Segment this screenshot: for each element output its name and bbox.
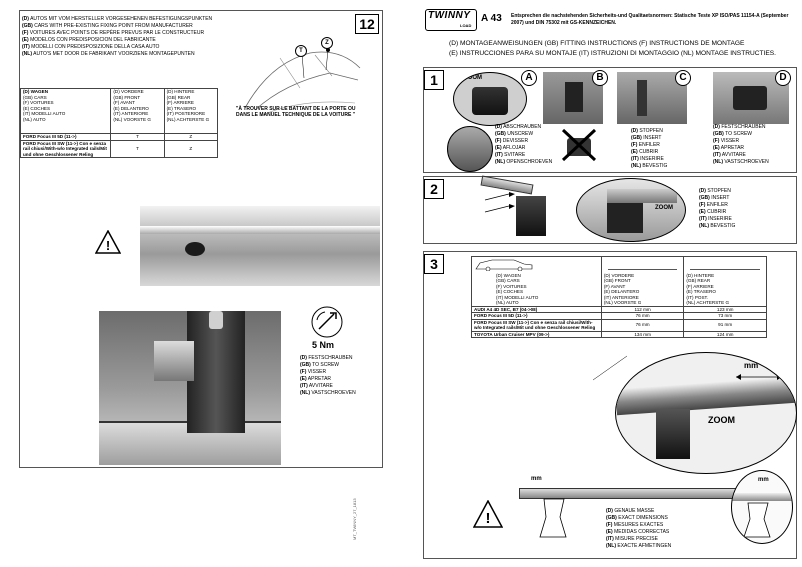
table-row: TOYOTA Urban Cruiser MPV (09->) 134 mm 1…	[471, 330, 767, 338]
zoom-label: ZOOM	[464, 75, 482, 81]
car-icon	[475, 259, 533, 272]
foot-right-drawing	[743, 502, 771, 538]
table-row: FORD Focus III SW (11->) Con e senza rai…	[19, 139, 219, 158]
left-page-frame	[19, 10, 383, 468]
point-z-label: Z	[321, 37, 333, 49]
step-1-frame	[423, 67, 797, 173]
right-page: TWINNY LOAD A 43 Entsprechen die nachste…	[401, 0, 802, 567]
instructions-line-1: (D) MONTAGEANWEISUNGEN (GB) FITTING INST…	[449, 40, 745, 47]
page-number: 12	[355, 14, 379, 34]
measure-arrow-icon	[736, 374, 782, 380]
foot-mounted-photo	[99, 311, 281, 465]
note-line: (F) VOITURES AVEC POINTS DE REPÈRE PREVU…	[22, 30, 205, 36]
torque-wrench-icon	[311, 306, 343, 338]
step-2-number: 2	[424, 179, 444, 199]
step-1-letter-a: A	[521, 70, 537, 86]
car-name: FORD Focus III SW (11->) Con e senza rai…	[471, 318, 602, 332]
dimensions-table: (D) WAGEN(GB) CARS(F) VOITURES(E) COCHES…	[471, 256, 767, 338]
table-row: FORD Focus III SW (11->) Con e senza rai…	[471, 318, 767, 332]
zoom-pointer-lines	[592, 355, 628, 381]
rear-dimension: 91 mm	[683, 318, 767, 332]
note-line: (NL) AUTO'S MET DOOR DE FABRIKANT VOORZI…	[22, 51, 195, 57]
note-line: (E) MODELOS CON PREDISPOSICION DEL FABRI…	[22, 37, 156, 43]
foot-left-drawing	[539, 498, 567, 538]
header-rear: (D) HINTERE(GB) REAR(F) ARRIERE(E) TRASE…	[163, 88, 219, 134]
header-front: (D) VORDERE(GB) FRONT(F) AVANT(E) DELANT…	[110, 88, 165, 134]
svg-text:!: !	[106, 238, 110, 253]
step-1a-detail-photo	[447, 126, 493, 172]
side-code: MT_TWINNY_27_1813	[352, 498, 357, 540]
mm-label: mm	[744, 361, 759, 370]
step-1-number: 1	[424, 70, 444, 90]
left-page: 12 (D) AUTOS MIT VOM HERSTELLER VORGESEH…	[19, 10, 383, 540]
instructions-line-2: (E) INSTRUCCIONES PARA SU MONTAJE (IT) I…	[449, 50, 777, 57]
step-3-frame	[423, 251, 797, 559]
brand-name: TWINNY	[428, 10, 471, 21]
mm-label-left: mm	[531, 476, 542, 482]
fixing-point-photo	[140, 206, 380, 286]
header-cars: (D) WAGEN(GB) CARS(F) VOITURES(E) COCHES…	[471, 256, 602, 307]
brand-logo: TWINNY LOAD	[425, 9, 477, 31]
zoom-label: ZOOM	[655, 205, 673, 211]
warning-icon: !	[95, 230, 121, 254]
torque-value: 5 Nm	[312, 340, 335, 350]
car-name: TOYOTA Urban Cruiser MPV (09->)	[471, 330, 602, 338]
fixing-point-table: (D) WAGEN(GB) CARS(F) VOITURES(E) COCHES…	[19, 88, 219, 158]
mm-label-right: mm	[758, 477, 769, 483]
car-name: FORD Focus III SW (11->) Con e senza rai…	[19, 139, 112, 158]
note-line: (D) AUTOS MIT VOM HERSTELLER VORGESEHENE…	[22, 16, 213, 22]
door-note: "À TROUVER SUR LE BATTANT DE LA PORTE OU…	[236, 106, 356, 118]
foot-right-zoom-circle: mm	[731, 470, 793, 544]
standards-text: Entsprechen die nachstehenden Sicherheit…	[511, 13, 789, 26]
header-rear: (D) HINTERE(GB) REAR(F) ARRIERE(E) TRASE…	[683, 256, 767, 307]
no-remove-icon	[561, 128, 597, 162]
front-dimension: 134 mm	[600, 330, 685, 338]
step-2-frame	[423, 176, 797, 244]
rear-dimension: 124 mm	[683, 330, 767, 338]
step-1-letter-b: B	[592, 70, 608, 86]
header-cars: (D) WAGEN(GB) CARS(F) VOITURES(E) COCHES…	[19, 88, 112, 134]
foot-drawing	[516, 196, 546, 236]
note-line: (GB) CARS WITH PRE-EXISTING FIXING POINT…	[22, 23, 193, 29]
step-1-letter-c: C	[675, 70, 691, 86]
zoom-label: ZOOM	[708, 415, 735, 425]
model-code: A 43	[481, 13, 502, 24]
front-dimension: 76 mm	[600, 318, 685, 332]
step-2-zoom-circle: ZOOM	[576, 178, 686, 242]
warning-icon: !	[473, 500, 503, 528]
front-point: T	[110, 139, 165, 158]
header-front: (D) VORDERE(GB) FRONT(F) AVANT(E) DELANT…	[600, 256, 685, 307]
note-line: (IT) MODELLI CON PREDISPOSIZIONE DELLA C…	[22, 44, 160, 50]
point-t-label: T	[295, 45, 307, 57]
svg-text:!: !	[486, 510, 491, 527]
step-1-zoom-circle: ZOOM	[453, 72, 527, 126]
step-1-letter-d: D	[775, 70, 791, 86]
step-3-zoom-circle: ZOOM mm	[615, 352, 797, 474]
step-3-number: 3	[424, 254, 444, 274]
insert-arrows-icon	[484, 192, 515, 213]
rear-point: Z	[163, 139, 219, 158]
brand-sub: LOAD	[460, 23, 472, 28]
